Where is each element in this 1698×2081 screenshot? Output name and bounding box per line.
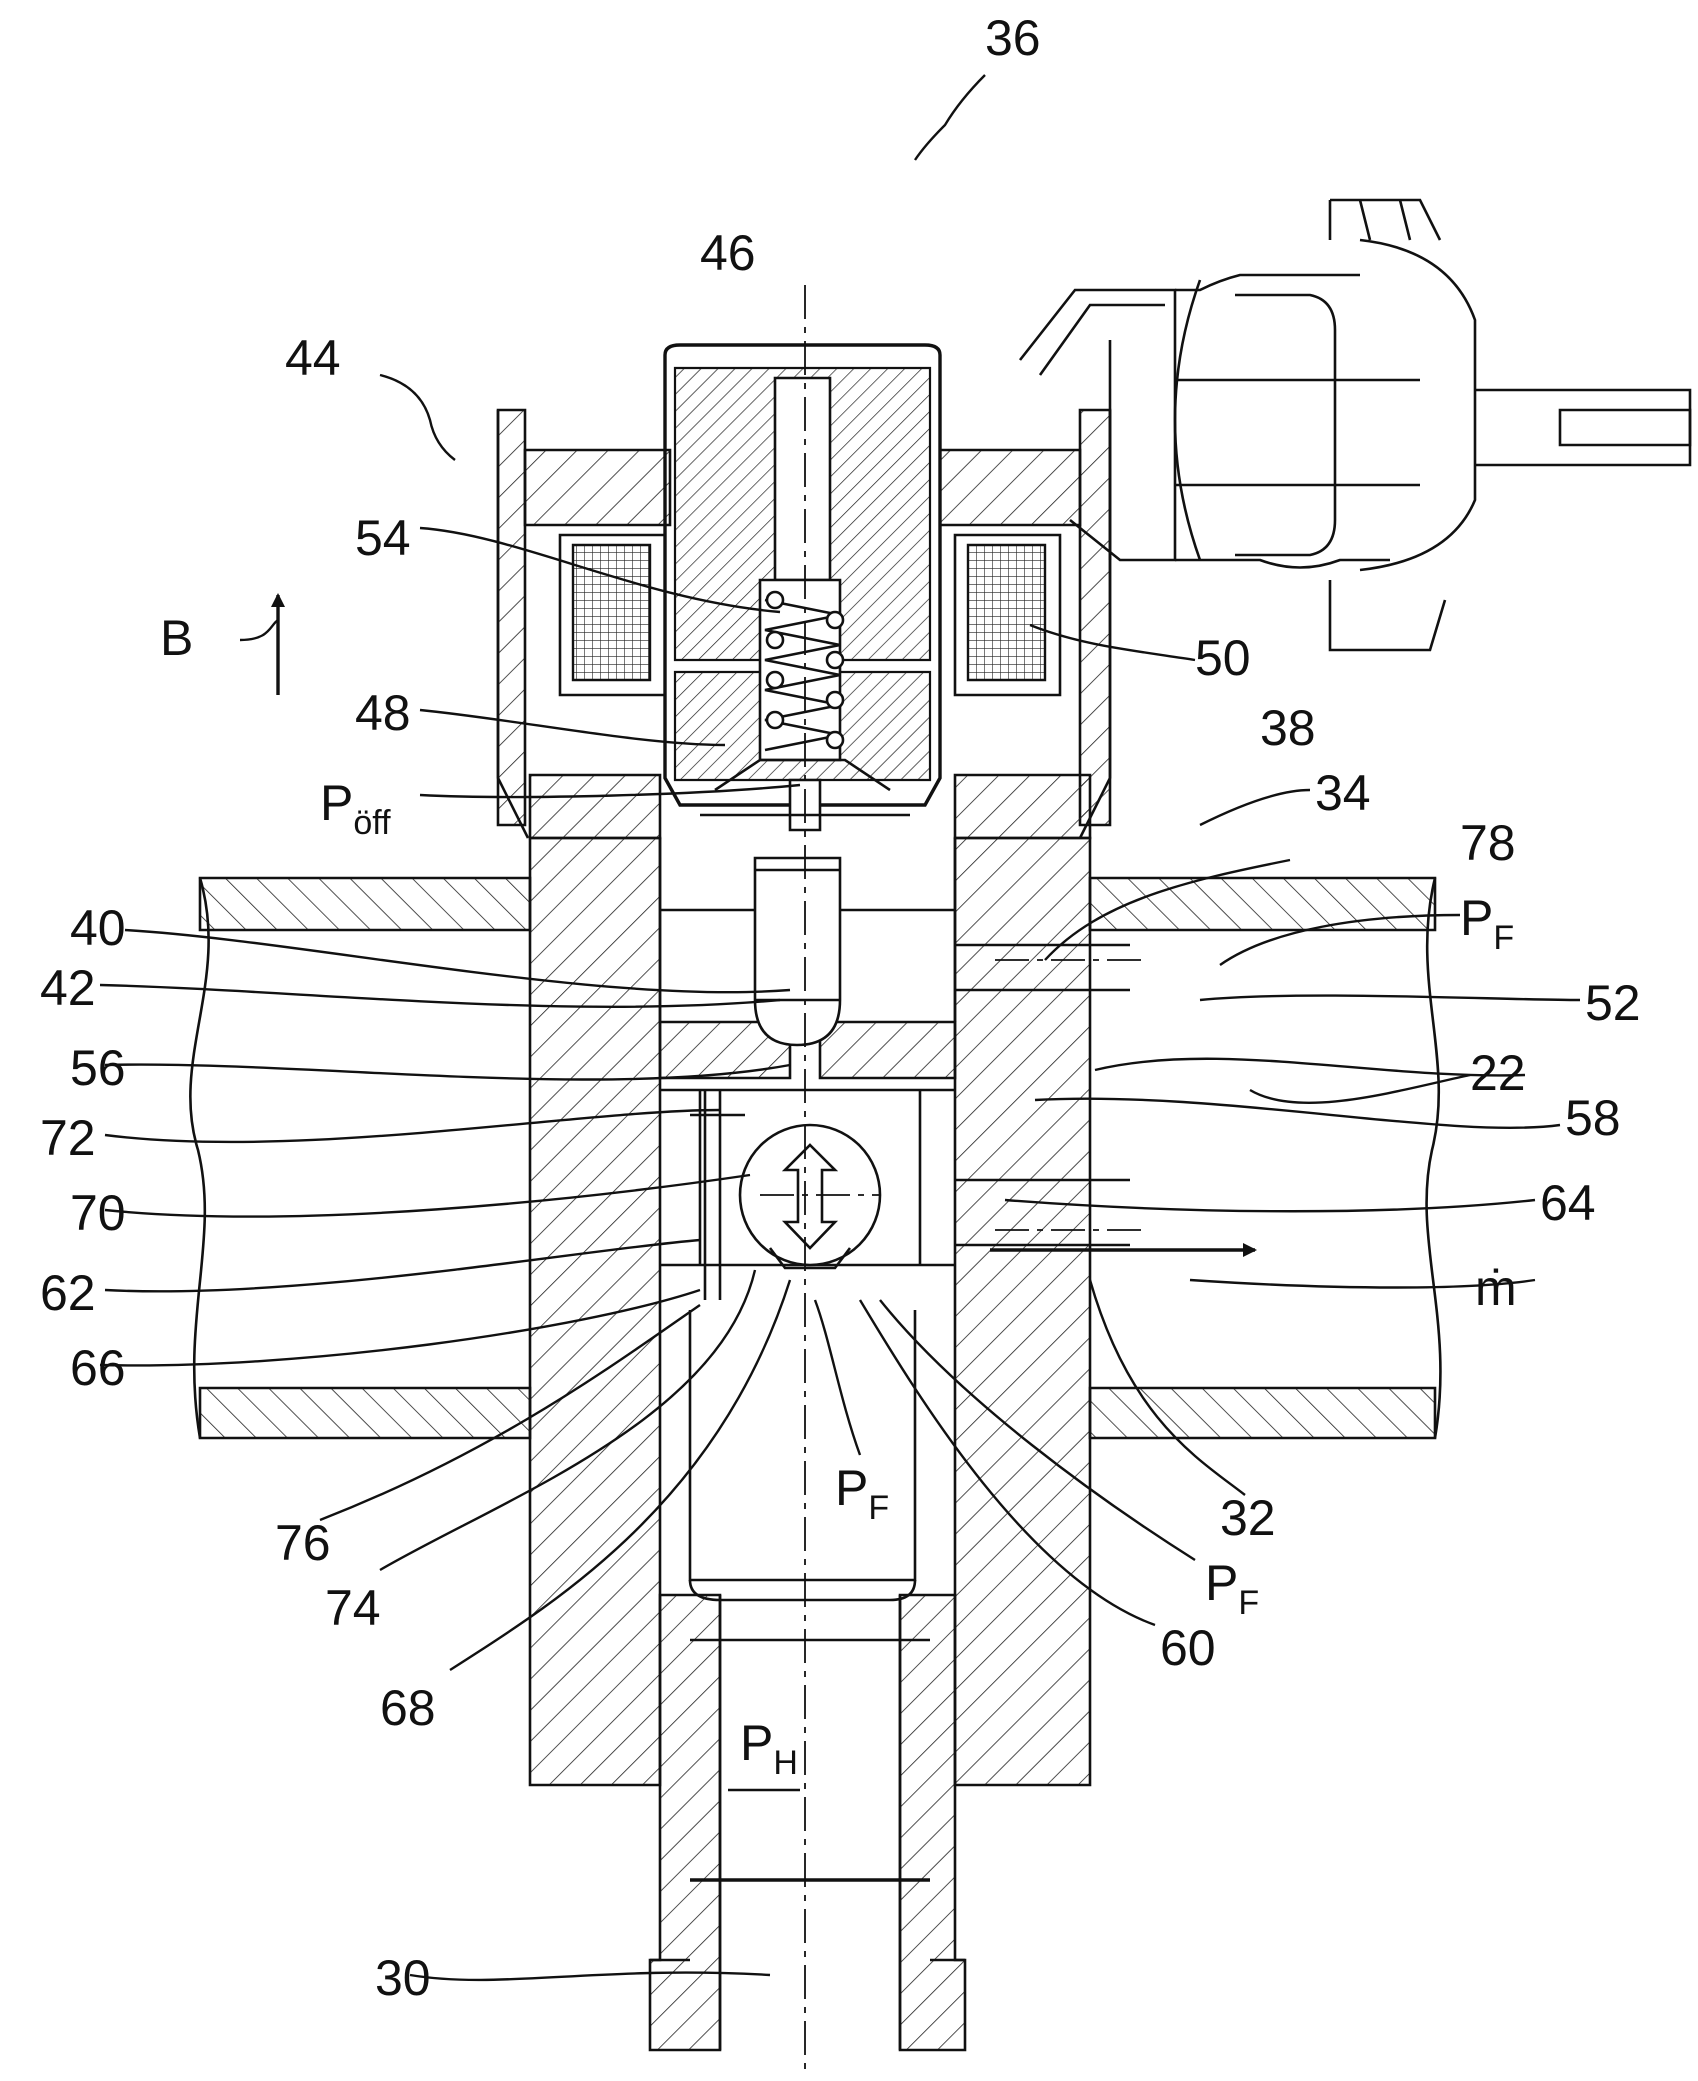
- label-74: 74: [325, 1580, 381, 1636]
- label-54: 54: [355, 510, 411, 566]
- label-70: 70: [70, 1185, 126, 1241]
- label-42: 42: [40, 960, 96, 1016]
- armature-46: [663, 343, 942, 832]
- label-66: 66: [70, 1340, 126, 1396]
- label-34: 34: [1315, 765, 1371, 821]
- symbol-mass-flow: ṁ: [1475, 1260, 1517, 1316]
- symbol-P-F-center: PF: [835, 1460, 889, 1527]
- valve-ball-32: [738, 1123, 882, 1270]
- symbol-P-off: Pöff: [320, 775, 391, 842]
- symbol-P-F-top: PF: [1460, 890, 1514, 957]
- label-44: 44: [285, 330, 341, 386]
- label-48: 48: [355, 685, 411, 741]
- label-36: 36: [985, 10, 1041, 66]
- label-56: 56: [70, 1040, 126, 1096]
- label-22: 22: [1470, 1045, 1526, 1101]
- label-50: 50: [1195, 630, 1251, 686]
- label-60: 60: [1160, 1620, 1216, 1676]
- label-40: 40: [70, 900, 126, 956]
- label-52: 52: [1585, 975, 1641, 1031]
- symbol-P-F-bottom: PF: [1205, 1555, 1259, 1622]
- label-32: 32: [1220, 1490, 1276, 1546]
- label-64: 64: [1540, 1175, 1596, 1231]
- valve-needle-38: [753, 856, 842, 1047]
- label-62: 62: [40, 1265, 96, 1321]
- label-78: 78: [1460, 815, 1516, 871]
- label-38: 38: [1260, 700, 1316, 756]
- symbol-B: B: [160, 610, 193, 666]
- label-68: 68: [380, 1680, 436, 1736]
- label-76: 76: [275, 1515, 331, 1571]
- centre-axis: [760, 285, 1145, 2075]
- symbol-P-H: PH: [740, 1715, 798, 1782]
- reference-labels: 36 46 44 54 50 48 38 34 78 40 42 52 22 5…: [40, 10, 1641, 2006]
- valve-body-34: [528, 836, 1130, 2052]
- label-30: 30: [375, 1950, 431, 2006]
- leader-lines: [99, 74, 1581, 1982]
- electrical-connector: [1018, 198, 1692, 652]
- label-46: 46: [700, 225, 756, 281]
- label-58: 58: [1565, 1090, 1621, 1146]
- label-72: 72: [40, 1110, 96, 1166]
